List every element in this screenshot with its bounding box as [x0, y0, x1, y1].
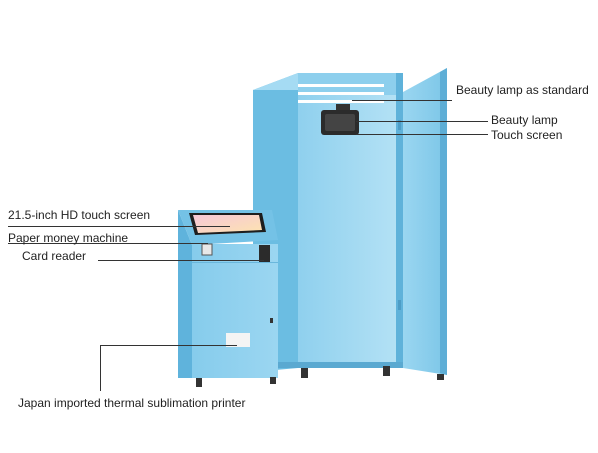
camera-bracket — [336, 104, 350, 112]
leader-beauty-lamp-standard — [352, 100, 452, 101]
leader-printer-vertical — [100, 345, 101, 391]
kiosk-panel-line — [192, 262, 278, 263]
label-printer: Japan imported thermal sublimation print… — [18, 396, 246, 410]
card-reader-unit — [259, 245, 270, 262]
bill-acceptor — [201, 243, 213, 256]
kiosk-wheel-right — [270, 377, 276, 384]
leader-paper-money — [8, 243, 208, 244]
booth-wheel-mid — [383, 366, 390, 376]
light-bar-3 — [298, 100, 384, 103]
leader-hd-touch-screen — [8, 226, 230, 227]
kiosk-left-side — [178, 210, 192, 378]
leader-beauty-lamp — [356, 121, 488, 122]
kiosk-cabinet — [178, 210, 278, 387]
door-hinge-1 — [398, 120, 401, 130]
kiosk-front — [192, 244, 278, 378]
booth-cabinet — [253, 68, 447, 380]
booth-door — [403, 68, 447, 375]
leader-touch-screen — [356, 134, 488, 135]
label-card-reader: Card reader — [22, 249, 87, 263]
light-bar-2 — [298, 92, 384, 95]
label-touch-screen: Touch screen — [491, 128, 563, 142]
label-beauty-lamp: Beauty lamp — [491, 113, 558, 127]
door-hinge-2 — [398, 300, 401, 310]
booth-base — [253, 362, 403, 368]
leader-card-reader — [98, 260, 264, 261]
print-slot — [226, 333, 250, 347]
kiosk-wheel-left — [196, 378, 202, 387]
booth-interior — [298, 95, 402, 368]
booth-wheel-left — [301, 368, 308, 378]
beauty-lamp-face — [325, 114, 355, 131]
kiosk-lock — [270, 318, 273, 323]
booth-door-edge — [440, 68, 447, 375]
light-bar-1 — [298, 84, 384, 87]
label-hd-touch-screen: 21.5-inch HD touch screen — [8, 208, 151, 222]
booth-right-frame — [396, 73, 403, 368]
label-beauty-lamp-standard: Beauty lamp as standard — [456, 83, 589, 97]
kiosk-screen-display — [193, 215, 262, 233]
label-paper-money: Paper money machine — [8, 231, 129, 245]
booth-wheel-right — [437, 374, 444, 380]
leader-printer — [100, 345, 237, 346]
